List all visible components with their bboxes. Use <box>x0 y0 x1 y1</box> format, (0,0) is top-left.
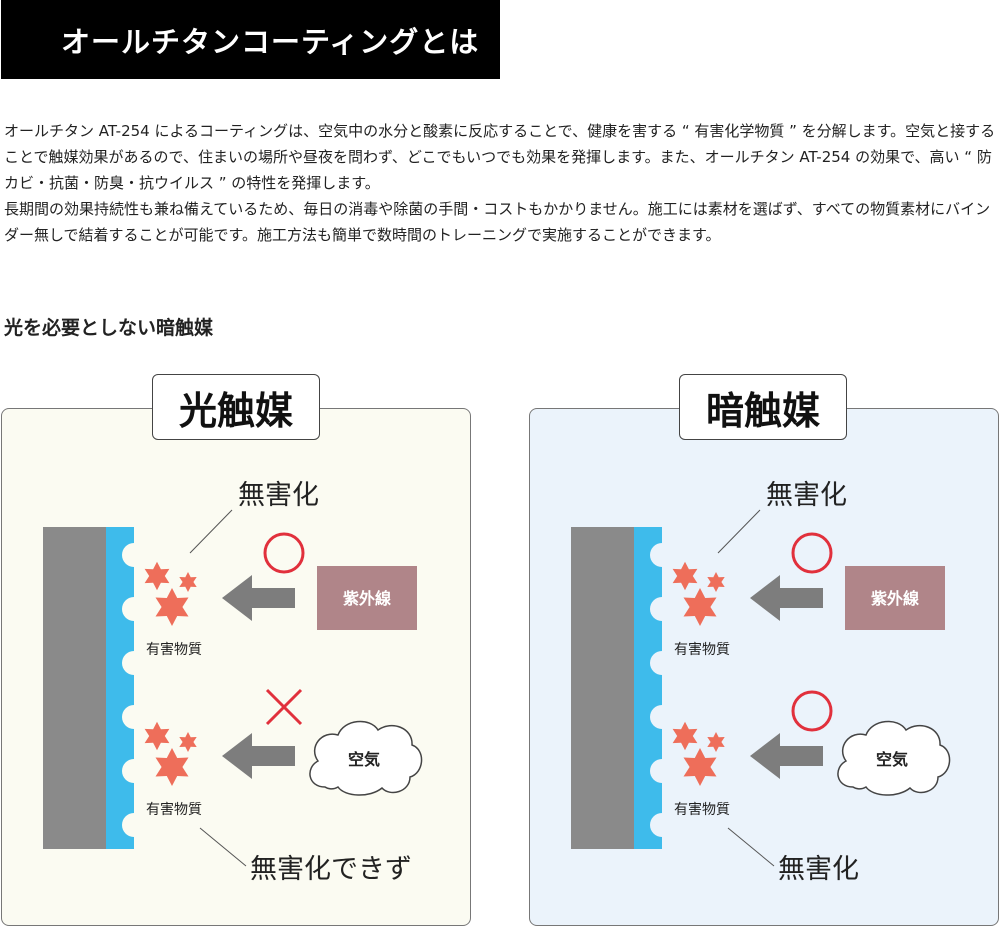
left-diagram: 有害物質 有害物質 紫外線 空気 無害化 無害化できず <box>43 480 423 885</box>
harmful-label-bottom: 有害物質 <box>146 802 202 818</box>
ng-mark-bottom <box>265 688 303 726</box>
uv-source-box <box>317 566 417 630</box>
air-cloud <box>837 720 951 796</box>
coating-bumps <box>122 543 146 837</box>
result-top: 無害化 <box>766 480 847 511</box>
dark-catalyst-label: 暗触媒 <box>679 374 847 440</box>
leader-line-bottom <box>727 827 775 867</box>
ok-mark-bottom <box>791 690 833 732</box>
harmful-label-top: 有害物質 <box>674 642 730 658</box>
section-heading: 光を必要としない暗触媒 <box>4 317 214 339</box>
result-bottom: 無害化できず <box>250 854 412 885</box>
intro-paragraph-1: オールチタン AT-254 によるコーティングは、空気中の水分と酸素に反応するこ… <box>4 122 996 192</box>
air-cloud <box>309 720 423 796</box>
right-diagram: 有害物質 有害物質 紫外線 空気 無害化 無害化 <box>571 480 951 885</box>
uv-source-label: 紫外線 <box>871 589 919 608</box>
wall <box>43 527 106 849</box>
wall <box>571 527 634 849</box>
intro-paragraph-2: 長期間の効果持続性も兼ね備えているため、毎日の消毒や除菌の手間・コストもかかりま… <box>4 200 991 244</box>
leader-line-bottom <box>199 827 247 867</box>
ok-mark-top <box>263 532 305 574</box>
harmful-label-bottom: 有害物質 <box>674 802 730 818</box>
title-bar: オールチタンコーティングとは <box>1 0 500 79</box>
harmful-stars-bottom <box>672 721 725 786</box>
coating-layer <box>634 527 662 849</box>
uv-source-label: 紫外線 <box>343 589 391 608</box>
result-top: 無害化 <box>238 480 319 511</box>
arrow-top <box>222 575 295 621</box>
air-label: 空気 <box>876 750 908 769</box>
result-bottom: 無害化 <box>778 854 859 885</box>
ok-mark-top <box>791 532 833 574</box>
harmful-label-top: 有害物質 <box>146 642 202 658</box>
photocatalyst-label: 光触媒 <box>152 374 320 440</box>
harmful-stars-bottom <box>144 721 197 786</box>
coating-layer <box>106 527 134 849</box>
harmful-stars-top <box>672 561 725 626</box>
page-title: オールチタンコーティングとは <box>61 24 480 59</box>
air-label: 空気 <box>348 750 380 769</box>
intro-text: オールチタン AT-254 によるコーティングは、空気中の水分と酸素に反応するこ… <box>4 118 1000 248</box>
coating-bumps <box>650 543 674 837</box>
uv-source-box <box>845 566 945 630</box>
arrow-top <box>750 575 823 621</box>
arrow-bottom <box>222 733 295 779</box>
leader-line-top <box>189 509 233 554</box>
leader-line-top <box>717 509 761 554</box>
harmful-stars-top <box>144 561 197 626</box>
arrow-bottom <box>750 733 823 779</box>
